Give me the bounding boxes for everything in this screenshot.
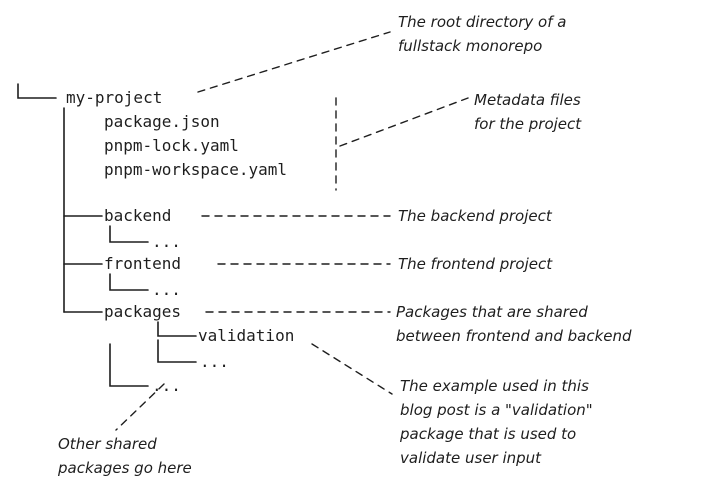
example-note: The example used in this blog post is a … (400, 377, 593, 467)
root-note: The root directory of a fullstack monore… (398, 13, 567, 55)
validation-child-line (157, 339, 197, 363)
validation-ellipsis: ... (200, 352, 229, 371)
root-dash (197, 31, 391, 93)
backend-folder-label: backend (104, 206, 172, 225)
validation-branch-line (157, 321, 197, 337)
metadata-dash (339, 97, 469, 147)
pnpm-workspace-label: pnpm-workspace.yaml (104, 160, 288, 179)
other-dash (115, 383, 165, 431)
package-json-label: package.json (104, 112, 220, 131)
backend-ellipsis: ... (152, 232, 181, 251)
packages-note: Packages that are shared between fronten… (396, 303, 632, 345)
packages-folder-label: packages (104, 302, 182, 321)
validation-dash (311, 343, 393, 395)
validation-folder-label: validation (198, 326, 295, 345)
root-folder-label: my-project (66, 88, 163, 107)
frontend-folder-label: frontend (104, 254, 182, 273)
backend-child-line (109, 225, 149, 243)
root-branch-line (17, 83, 57, 99)
other-packages-note: Other shared packages go here (58, 435, 192, 477)
backend-note: The backend project (398, 207, 552, 225)
packages-ellipsis: ... (152, 376, 181, 395)
packages-trunk-line (109, 343, 149, 387)
frontend-note: The frontend project (398, 255, 553, 273)
frontend-ellipsis: ... (152, 280, 181, 299)
pnpm-lock-label: pnpm-lock.yaml (104, 136, 239, 155)
frontend-child-line (109, 273, 149, 291)
metadata-note: Metadata files for the project (474, 91, 582, 133)
